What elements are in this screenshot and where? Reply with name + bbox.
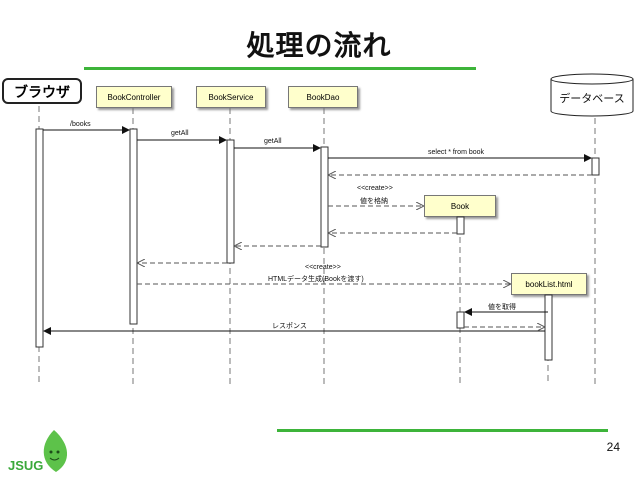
dao-activation: [320, 146, 329, 248]
jsug-logo-text: JSUG: [8, 458, 44, 473]
footer-rule: [277, 429, 608, 432]
jsug-leaf-icon: [43, 430, 68, 472]
get-value-label: 値を取得: [488, 304, 516, 311]
slide-title: 処理の流れ: [246, 29, 392, 62]
book-controller-box: BookController: [96, 86, 172, 108]
select-label: select * from book: [428, 149, 485, 156]
create-view-stereotype: <<create>>: [305, 264, 341, 271]
html-generate-label: HTMLデータ生成(Bookを渡す): [268, 276, 364, 283]
service-activation: [226, 139, 235, 264]
database-activation: [591, 157, 600, 176]
controller-activation: [129, 128, 138, 325]
getall-service-label: getAll: [171, 130, 189, 137]
view-activation: [544, 294, 553, 361]
database-label: データベース: [559, 92, 625, 105]
response-label: レスポンス: [272, 323, 307, 330]
database-icon: [550, 73, 634, 117]
create-book-stereotype: <<create>>: [357, 185, 393, 192]
page-number: 24: [606, 440, 620, 454]
book-service-box: BookService: [196, 86, 266, 108]
book-dao-box: BookDao: [288, 86, 358, 108]
books-label: /books: [70, 121, 91, 128]
browser-actor: ブラウザ: [2, 78, 82, 104]
title-underline: [84, 67, 476, 70]
book-activation-1: [456, 216, 465, 235]
getall-dao-label: getAll: [264, 138, 282, 145]
book-activation-2: [456, 311, 465, 329]
browser-activation: [35, 128, 44, 348]
store-value-label: 値を格納: [360, 198, 388, 205]
